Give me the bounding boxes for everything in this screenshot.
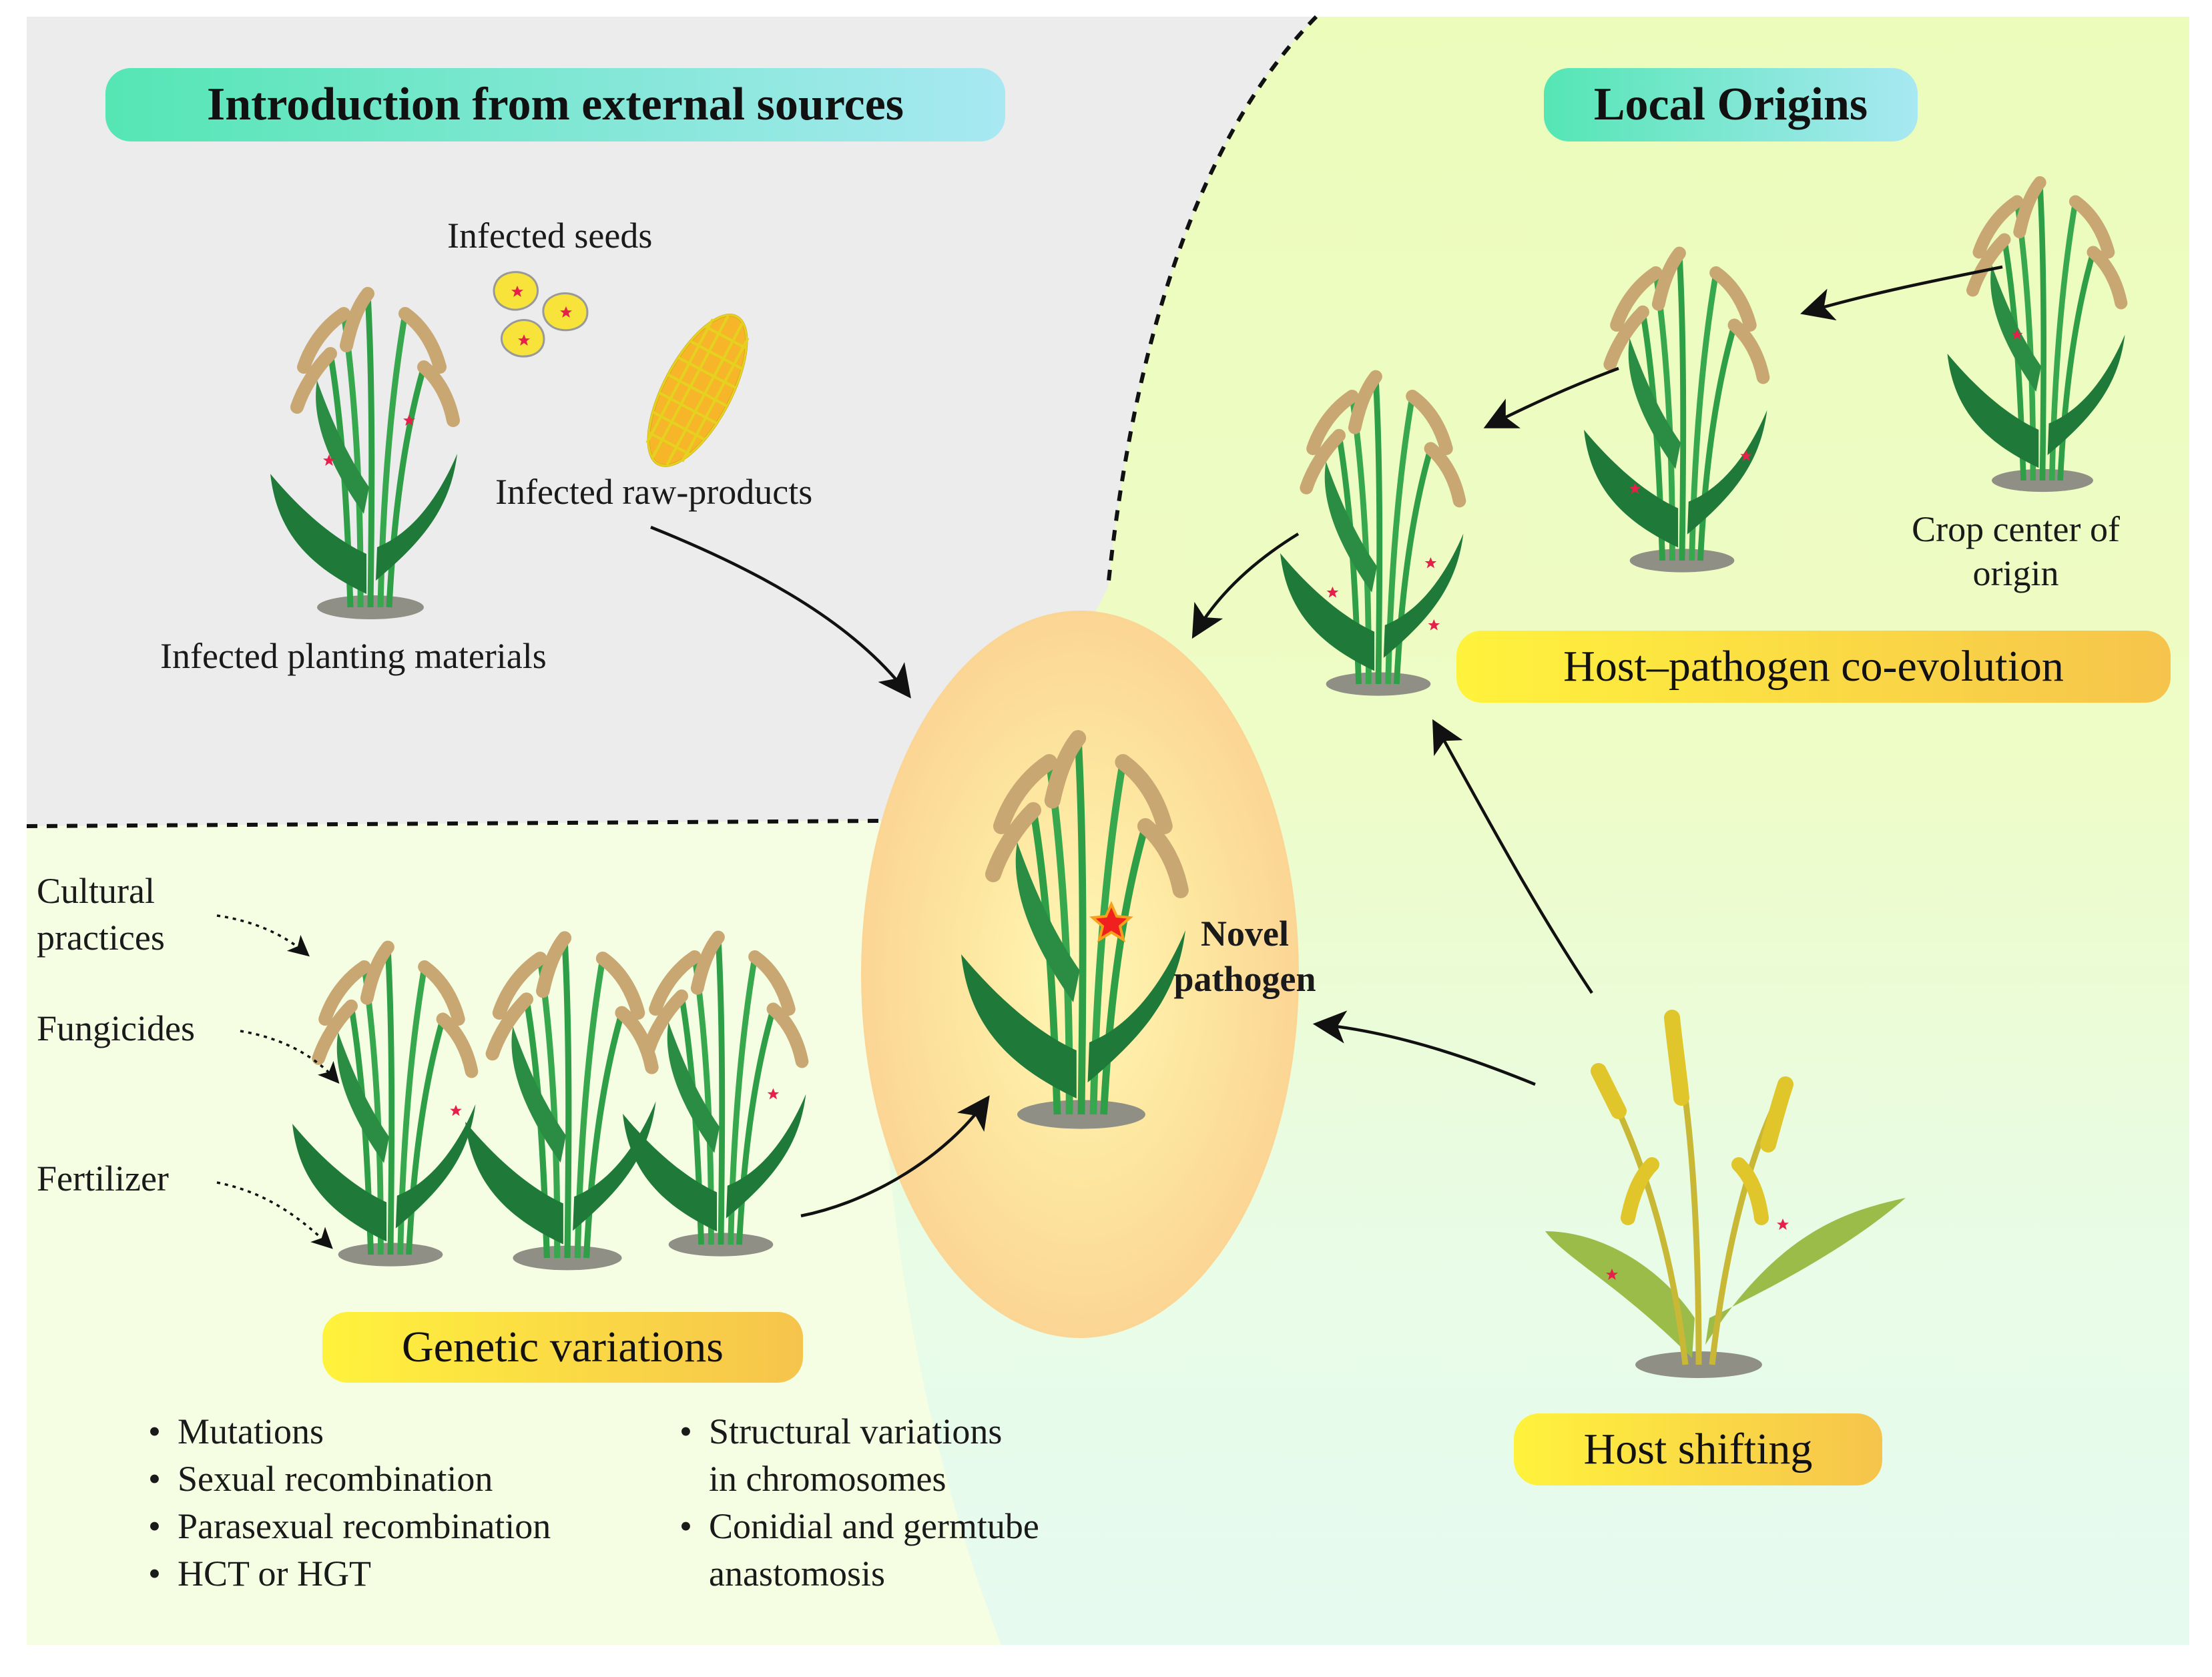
mechanisms-list-right: Structural variations in chromosomes Con… <box>679 1408 1039 1598</box>
list-item: Conidial and germtube anastomosis <box>679 1503 1039 1598</box>
arrow <box>1432 719 1593 994</box>
list-item: Mutations <box>148 1408 551 1455</box>
list-item: HCT or HGT <box>148 1550 551 1598</box>
arrow <box>216 1181 333 1249</box>
mechanisms-list-left: Mutations Sexual recombination Parasexua… <box>148 1408 551 1598</box>
seed-icon <box>542 292 589 332</box>
coevolution-label: Host–pathogen co-evolution <box>1456 631 2171 703</box>
corn-cob-icon <box>645 314 750 467</box>
host-shifting-label: Host shifting <box>1514 1413 1882 1485</box>
arrow <box>216 914 310 957</box>
infected-planting-materials-label: Infected planting materials <box>160 636 547 676</box>
novel-pathogen-label: Novel pathogen <box>1173 914 1316 999</box>
arrow <box>1800 265 2003 321</box>
cultural-practices-label: Cultural practices <box>37 871 165 958</box>
infected-seeds-label: Infected seeds <box>447 216 653 256</box>
seed-icon <box>493 271 539 311</box>
dashed-border <box>26 819 882 828</box>
crop-center-label: Crop center of origin <box>1912 509 2120 593</box>
arrow <box>240 1030 340 1084</box>
list-item: Sexual recombination <box>148 1455 551 1503</box>
arrow <box>800 1095 990 1218</box>
star-icon <box>1089 901 1133 943</box>
list-item: Structural variations in chromosomes <box>679 1408 1039 1503</box>
dashed-border <box>1106 15 1318 588</box>
fungicides-label: Fungicides <box>37 1008 195 1048</box>
external-sources-heading: Introduction from external sources <box>105 68 1005 141</box>
arrow <box>1312 1010 1536 1086</box>
fertilizer-label: Fertilizer <box>37 1158 169 1199</box>
list-item: Parasexual recombination <box>148 1503 551 1550</box>
genetic-variations-heading: Genetic variations <box>322 1312 803 1383</box>
seed-icon <box>501 319 545 358</box>
local-origins-heading: Local Origins <box>1544 68 1918 141</box>
arrow <box>650 525 911 699</box>
infected-raw-products-label: Infected raw-products <box>495 472 813 512</box>
arrow <box>1191 533 1300 639</box>
arrow <box>1483 366 1619 428</box>
